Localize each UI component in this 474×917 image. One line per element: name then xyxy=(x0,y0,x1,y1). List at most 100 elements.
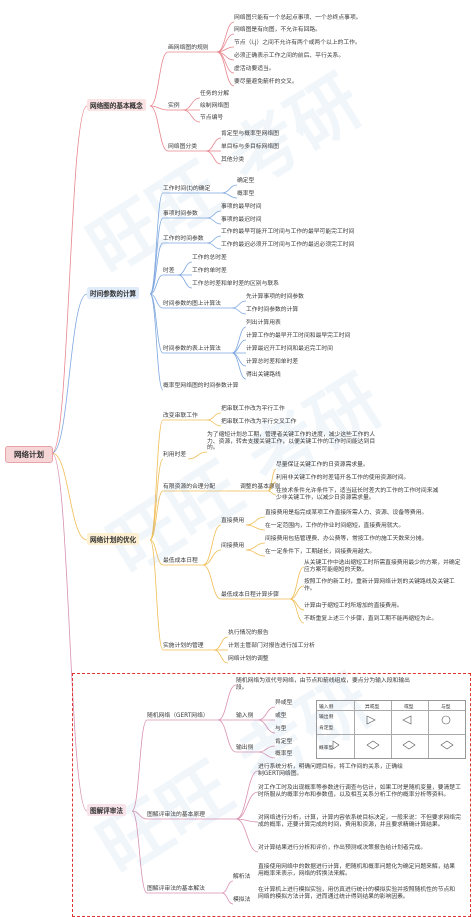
prob-symbol-3 xyxy=(440,740,454,750)
branch-time-params[interactable]: 时间参数的计算 xyxy=(87,287,140,299)
connector xyxy=(149,192,164,295)
connector xyxy=(267,490,277,496)
connector xyxy=(149,105,169,152)
connector xyxy=(289,598,305,611)
node-slack[interactable]: 时差 xyxy=(163,268,175,274)
node-direct[interactable]: 直接费用 xyxy=(221,518,245,524)
node-lowest[interactable]: 最低成本日程计算步骤 xyxy=(221,592,279,598)
node-class[interactable]: 网络图分类 xyxy=(168,144,197,150)
basic-item: 对网络进行分析，计算，计算内容依系统目标决定，一般来说：不但要求网络完成的概率，… xyxy=(258,815,461,828)
node-table[interactable]: 时间参数的表上计算法 xyxy=(163,346,221,352)
connector xyxy=(149,490,164,541)
connector xyxy=(245,549,266,557)
connector xyxy=(217,719,237,753)
direct-item: 直接费用是指完成某项工作直接所需人力、资源、设备等费用。 xyxy=(265,510,428,516)
float-text: 为了缩短计划总工期，管理者关键工作的进度，减少这些工作的人力、资源，转去支援关键… xyxy=(207,432,376,452)
connector xyxy=(149,293,164,309)
connector xyxy=(202,524,222,566)
est-item: 概率型 xyxy=(237,191,255,197)
table-header: 输入侧 xyxy=(319,705,334,710)
connector xyxy=(231,352,247,367)
graph-item: 先计算事项的时间参数 xyxy=(246,294,304,300)
event-item: 事项的最迟时间 xyxy=(221,217,262,223)
connector xyxy=(149,51,169,107)
lowest-item: 按照工作的新工时，重新计算网络计划的关键路线及关键工作。 xyxy=(304,579,455,592)
node-work[interactable]: 工作的时间参数 xyxy=(163,236,204,242)
manage-item: 执行情况的报告 xyxy=(228,630,269,636)
connector xyxy=(221,192,238,199)
connector xyxy=(235,770,259,820)
node-serial[interactable]: 改变串联工作 xyxy=(163,413,198,419)
node-graph[interactable]: 时间参数的图上计算法 xyxy=(163,301,221,307)
connector xyxy=(205,150,222,165)
table-row-label: 肯定型 xyxy=(319,726,334,731)
connector xyxy=(245,516,266,526)
work-item: 工作的最迟必须开工时间与工作的最迟必须完工时间 xyxy=(221,242,355,248)
sim-text: 在计算机上进行模拟实验，用仿真进行统计的模拟实验并按照随机性的节点和网络的模拟方… xyxy=(258,887,456,900)
connector xyxy=(289,598,305,624)
gert-desc: 随机网络为双代号网络，由节点和箭线组成，要点分为输入段和输出段。 xyxy=(236,678,410,691)
node-input[interactable]: 输入侧 xyxy=(236,713,254,719)
node-est[interactable]: 工作时间(t)的确定 xyxy=(163,186,211,192)
node-cost[interactable]: 最低成本日程 xyxy=(163,558,198,564)
example-item: 绘制网络图 xyxy=(200,103,229,109)
node-symbols xyxy=(332,715,454,750)
indirect-item: 间接费用包括管理费、办公费等，常按工作的施工天数来分摊。 xyxy=(265,536,428,542)
connector xyxy=(205,137,222,152)
node-prob[interactable]: 概率型网络图的时间参数计算 xyxy=(163,383,239,389)
node-analytic[interactable]: 解析法 xyxy=(233,874,251,880)
root-node[interactable]: 网络计划 xyxy=(5,446,53,463)
est-item: 确定型 xyxy=(237,178,255,184)
connector xyxy=(182,97,201,111)
node-manage[interactable]: 实施计划的管理 xyxy=(163,643,204,649)
node-rules[interactable]: 画网络图的规则 xyxy=(168,45,209,51)
connector xyxy=(149,274,164,295)
node-event[interactable]: 事项时间参数 xyxy=(163,211,198,217)
node-res-rule[interactable]: 调整的基本原则 xyxy=(240,484,281,490)
connector xyxy=(51,452,88,812)
connector xyxy=(149,539,164,651)
node-output[interactable]: 输出侧 xyxy=(236,745,254,751)
xor-output-symbol xyxy=(366,715,376,725)
connector xyxy=(177,261,193,276)
connector xyxy=(149,293,164,391)
node-resource[interactable]: 有限资源的合理分配 xyxy=(163,484,216,490)
class-item: 单目标与多目标网络图 xyxy=(221,144,279,150)
node-basic[interactable]: 图解评审法的基本原理 xyxy=(147,812,205,818)
manage-item: 计划主管部门对报告进行加工分析 xyxy=(228,643,315,649)
table-item: 得出关键路线 xyxy=(246,372,281,378)
connector xyxy=(257,719,276,734)
indirect-item: 在一定条件下，工期越长，间接费用越大。 xyxy=(265,549,376,555)
connector xyxy=(221,184,238,194)
connector xyxy=(202,549,222,566)
rule-item: 必须正确表示工作之间的前后、平行关系。 xyxy=(234,53,345,59)
connector xyxy=(187,451,208,460)
node-float[interactable]: 利用时差 xyxy=(163,452,187,458)
branch-gert[interactable]: 图解评审法 xyxy=(87,804,126,816)
connector xyxy=(177,274,193,289)
gert-node-table: 输入侧 异或型 或型 与型 输出侧 肯定型 概率型 xyxy=(316,700,466,759)
connector xyxy=(149,419,164,541)
basic-item: 对计算结果进行分析和评价，作出预测或决策报告给计划者完成。 xyxy=(258,845,427,851)
rule-item: 虚活动要适当。 xyxy=(234,66,275,72)
connector xyxy=(231,300,247,309)
node-indirect[interactable]: 间接费用 xyxy=(221,543,245,549)
rule-item: 网络图只能有一个总起点事项、一个总终点事项。 xyxy=(234,15,362,21)
connector xyxy=(149,539,164,566)
table-item: 计算工作的最早开工时间和最早完工时间 xyxy=(246,333,351,339)
connector xyxy=(221,892,234,905)
branch-network-basics[interactable]: 网络图的基本概念 xyxy=(87,99,146,111)
connector xyxy=(206,242,222,250)
connector xyxy=(51,105,88,454)
branch-optimization[interactable]: 网络计划的优化 xyxy=(87,533,140,545)
example-item: 节点编号 xyxy=(200,115,224,121)
connector xyxy=(131,719,148,812)
and-output-symbol xyxy=(441,715,451,725)
node-method[interactable]: 图解评审法的基本解法 xyxy=(147,886,205,892)
node-example[interactable]: 实例 xyxy=(168,103,180,109)
manage-item: 网络计划的调整 xyxy=(228,656,269,662)
node-gert[interactable]: 随机网络（GERT网络） xyxy=(147,713,209,719)
node-sim[interactable]: 模拟法 xyxy=(233,897,251,903)
connector xyxy=(131,810,148,820)
